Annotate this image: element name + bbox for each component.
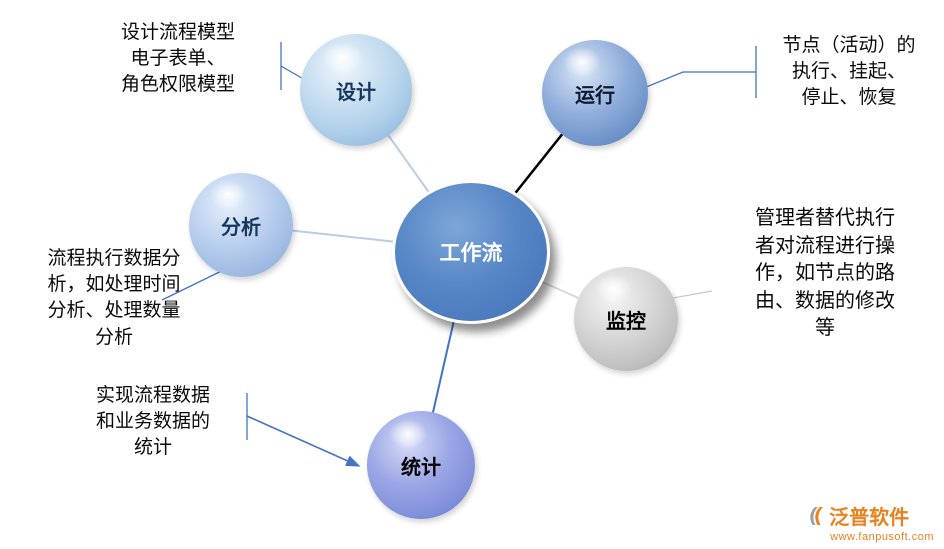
fanpu-logo-icon <box>810 506 824 525</box>
node-analysis-label: 分析 <box>221 216 261 239</box>
brand-url: www.fanpusoft.com <box>830 531 934 543</box>
node-stats-label: 统计 <box>401 456 441 479</box>
annotation-design: 设计流程模型 电子表单、 角色权限模型 <box>120 22 235 96</box>
brand-footer: 泛普软件 www.fanpusoft.com <box>806 501 934 543</box>
callout-line-run <box>627 71 756 95</box>
annotation-run: 节点（活动）的 执行、挂起、 停止、恢复 <box>782 35 916 109</box>
node-stats: 统计 <box>367 411 475 519</box>
node-design: 设计 <box>300 34 412 146</box>
annotation-monitor: 管理者替代执行 者对流程进行操 作，如节点的路 由、数据的修改 等 <box>755 207 895 340</box>
node-analysis: 分析 <box>189 173 293 277</box>
callout-line-stats <box>246 415 361 467</box>
node-center: 工作流 <box>392 180 550 324</box>
brand-row: 泛普软件 <box>806 501 934 530</box>
node-run-label: 运行 <box>575 84 615 107</box>
node-run: 运行 <box>542 40 648 146</box>
brand-name: 泛普软件 <box>829 507 910 529</box>
node-design-label: 设计 <box>336 81 376 104</box>
node-monitor-label: 监控 <box>606 310 646 333</box>
node-center-label: 工作流 <box>439 242 503 265</box>
annotation-stats: 实现流程数据 和业务数据的 统计 <box>95 385 210 459</box>
annotation-analysis: 流程执行数据分 析，如处理时间 分析、处理数量 分析 <box>47 248 181 348</box>
node-monitor: 监控 <box>574 267 678 371</box>
